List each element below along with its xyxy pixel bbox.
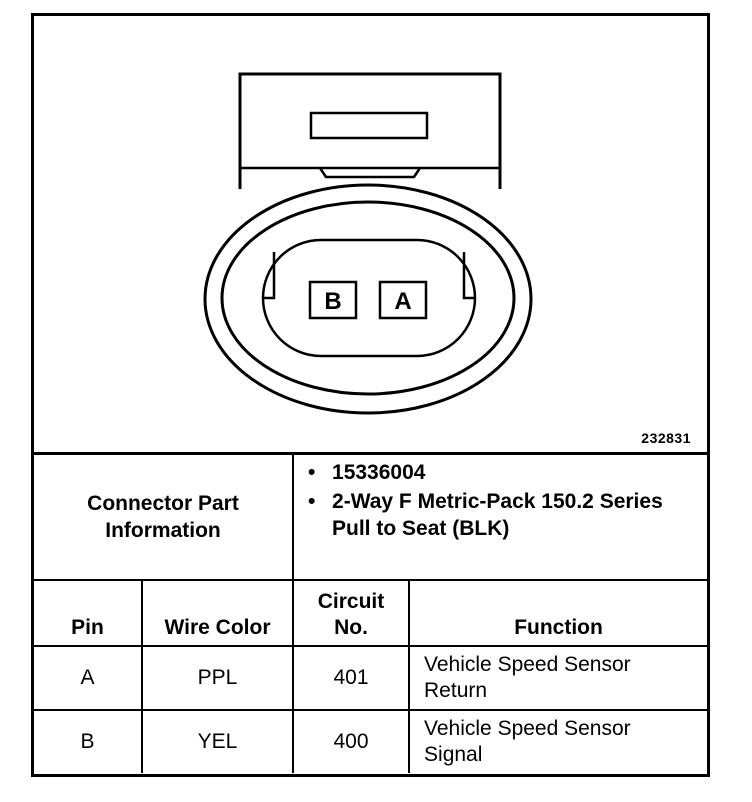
table-row: B YEL 400 Vehicle Speed Sensor Signal	[34, 709, 708, 773]
bullet-icon: •	[308, 461, 316, 484]
connector-info-label: Connector Part Information	[34, 455, 295, 581]
part-number: 15336004	[332, 461, 426, 484]
connector-info-row: Connector Part Information • 15336004 • 2-…	[34, 455, 708, 581]
pin-cell: A	[34, 645, 143, 711]
cavity-a-label: A	[394, 288, 411, 315]
figure-number: 232831	[641, 430, 691, 446]
wire-color-cell: PPL	[140, 645, 295, 711]
connector-diagram-area: B A 232831	[34, 16, 707, 455]
wire-color-cell: YEL	[140, 709, 295, 773]
pin-cell: B	[34, 709, 143, 773]
function-cell: Vehicle Speed Sensor Return	[408, 645, 708, 711]
bullet-icon: •	[308, 490, 316, 513]
cavity-a-box	[378, 280, 428, 320]
header-circuit-no: Circuit No.	[292, 579, 411, 647]
header-function: Function	[408, 579, 708, 647]
list-item: • 2-Way F Metric-Pack 150.2 Series Pull t…	[308, 488, 697, 542]
cavity-key-right	[462, 252, 475, 300]
part-description: 2-Way F Metric-Pack 150.2 Series Pull to…	[332, 490, 663, 540]
table-row: A PPL 401 Vehicle Speed Sensor Return	[34, 645, 708, 711]
circuit-cell: 400	[292, 709, 411, 773]
circuit-cell: 401	[292, 645, 411, 711]
header-pin: Pin	[34, 579, 143, 647]
connector-info-values: • 15336004 • 2-Way F Metric-Pack 150.2 Ser…	[292, 455, 708, 581]
cavity-b-label: B	[324, 288, 341, 315]
cavity-key-left	[263, 252, 276, 300]
connector-latch-housing	[238, 72, 502, 189]
function-cell: Vehicle Speed Sensor Signal	[408, 709, 708, 773]
connector-drawing: B A	[203, 72, 533, 415]
cavity-b-box	[308, 280, 358, 320]
list-item: • 15336004	[308, 459, 697, 486]
latch-tab	[318, 167, 422, 179]
connector-outer-shell	[203, 183, 533, 415]
table-header-row: Pin Wire Color Circuit No. Function	[34, 579, 708, 647]
connector-inner-shell	[220, 200, 516, 396]
connector-pin-table: Connector Part Information • 15336004 • 2-…	[34, 455, 708, 773]
connector-end-view-sheet: B A 232831 Connector Part Information • 1…	[31, 13, 710, 777]
latch-slot	[309, 111, 429, 140]
header-wire-color: Wire Color	[140, 579, 295, 647]
